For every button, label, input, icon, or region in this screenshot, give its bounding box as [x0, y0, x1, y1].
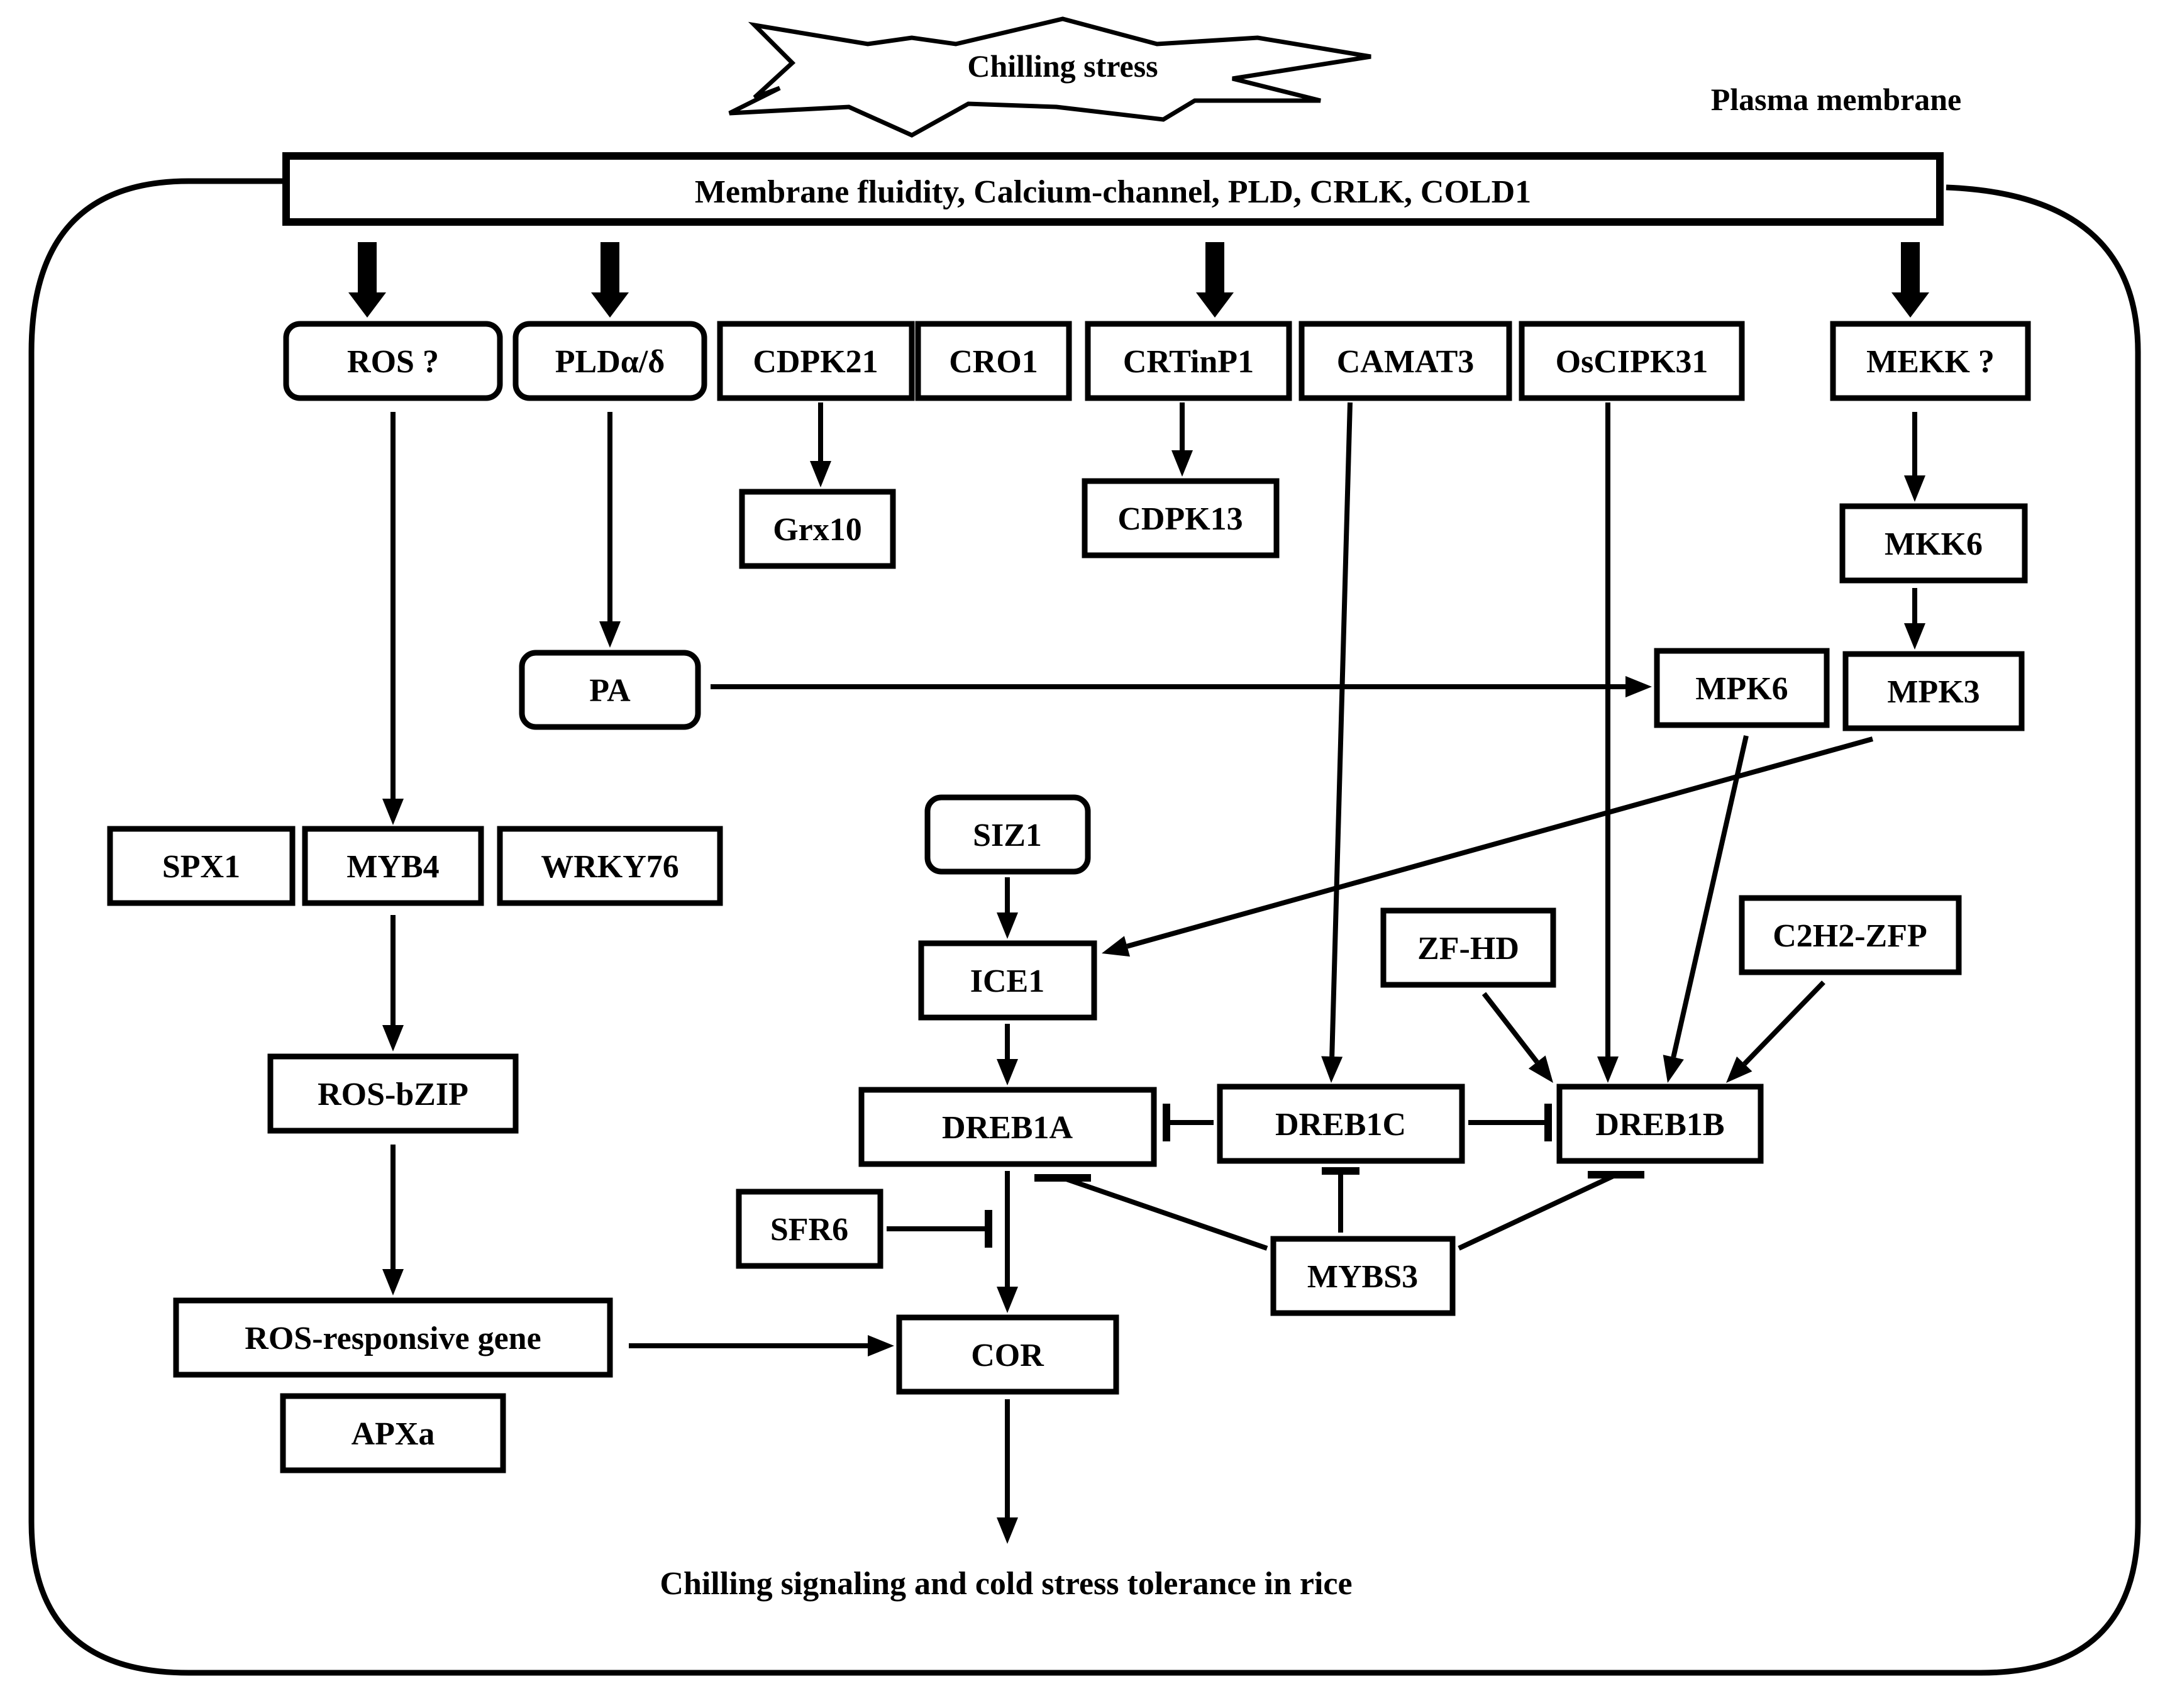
- node-mybs3-box: [1270, 1236, 1456, 1316]
- node-siz1-box: [924, 794, 1091, 875]
- cell-outline: [28, 178, 2141, 1676]
- edge-mybs3-dreb1b: [1458, 1171, 1644, 1251]
- edge-pa-mpk6: [711, 676, 1652, 697]
- node-mpk3: MPK3: [1887, 674, 1980, 710]
- node-mpk3-box: [1842, 651, 2025, 731]
- edge-camat3-dreb1c: [1321, 402, 1353, 1083]
- edge-cor-output: [997, 1399, 1018, 1544]
- edge-mybs3-dreb1a: [1034, 1174, 1268, 1251]
- edge-crtinp1-cdpk13: [1171, 402, 1193, 477]
- node-pa-box: [519, 650, 701, 730]
- edge-dreb1c-dreb1a: [1163, 1104, 1214, 1141]
- node-myb4: MYB4: [346, 849, 439, 885]
- edge-mekk-mkk6: [1904, 412, 1925, 502]
- node-mpk6-box: [1654, 648, 1830, 728]
- node-ros: ROS ?: [347, 344, 439, 380]
- node-siz1: SIZ1: [973, 818, 1042, 853]
- node-c2h2: C2H2-ZFP: [1773, 918, 1927, 954]
- node-dreb1c: DREB1C: [1275, 1107, 1406, 1143]
- node-mybs3: MYBS3: [1307, 1259, 1418, 1295]
- membrane-arrow-crtinp1: [1196, 242, 1234, 318]
- node-spx1: SPX1: [162, 849, 240, 885]
- node-ros-box: [283, 321, 503, 401]
- connectors: [382, 402, 1925, 1544]
- edge-c2h2-dreb1b: [1726, 980, 1825, 1083]
- node-rosgene: ROS-responsive gene: [245, 1321, 541, 1356]
- node-pld-box: [512, 321, 707, 401]
- node-rosgene-box: [173, 1297, 613, 1378]
- node-ice1-box: [918, 940, 1097, 1021]
- node-pa: PA: [589, 673, 631, 709]
- node-apxa-box: [280, 1393, 506, 1473]
- node-wrky76-box: [497, 826, 723, 906]
- node-myb4-box: [302, 826, 484, 906]
- node-cro1-box: [915, 321, 1072, 401]
- node-oscipk31-box: [1519, 321, 1745, 401]
- node-rosbzip: ROS-bZIP: [318, 1077, 468, 1112]
- node-cdpk21-box: [717, 321, 915, 401]
- membrane-arrow-pld: [591, 242, 629, 318]
- node-sfr6-box: [736, 1189, 883, 1269]
- node-dreb1a: DREB1A: [942, 1110, 1073, 1146]
- node-mkk6: MKK6: [1885, 526, 1983, 562]
- chilling-stress-title: Chilling stress: [967, 48, 1158, 84]
- edge-mkk6-mpk3: [1904, 588, 1925, 650]
- node-dreb1b-box: [1556, 1084, 1764, 1164]
- node-cor-box: [896, 1314, 1119, 1395]
- node-ice1: ICE1: [970, 963, 1044, 999]
- node-mpk6: MPK6: [1695, 671, 1788, 707]
- plasma-membrane-label: Plasma membrane: [1711, 82, 1962, 117]
- edge-dreb1a-cor: [997, 1171, 1018, 1313]
- node-camat3: CAMAT3: [1337, 344, 1475, 380]
- edge-sfr6-cor: [887, 1210, 992, 1248]
- edge-rosbzip-rosgene: [382, 1145, 404, 1295]
- membrane-bar-label: Membrane fluidity, Calcium-channel, PLD,…: [695, 174, 1531, 210]
- node-apxa: APXa: [352, 1416, 435, 1452]
- node-cor: COR: [971, 1338, 1044, 1373]
- node-grx10-box: [739, 489, 896, 569]
- node-crtinp1: CRTinP1: [1123, 344, 1254, 380]
- node-zfhd-box: [1380, 907, 1556, 988]
- node-spx1-box: [107, 826, 296, 906]
- node-dreb1b: DREB1B: [1595, 1107, 1724, 1143]
- edge-myb4-rosbzip: [382, 915, 404, 1051]
- node-dreb1c-box: [1217, 1084, 1465, 1164]
- edge-mpk6-dreb1b: [1663, 735, 1749, 1083]
- edge-ice1-dreb1a: [997, 1024, 1018, 1085]
- membrane-arrow-ros: [348, 242, 386, 318]
- node-dreb1a-box: [858, 1087, 1157, 1167]
- node-mekk: MEKK ?: [1866, 344, 1995, 380]
- node-wrky76: WRKY76: [541, 849, 679, 885]
- starburst-shape: [728, 16, 1371, 138]
- edge-siz1-ice1: [997, 877, 1018, 939]
- edge-rosgene-cor: [629, 1335, 894, 1356]
- node-mekk-box: [1830, 321, 2031, 401]
- node-cro1: CRO1: [949, 344, 1038, 380]
- node-camat3-box: [1298, 321, 1512, 401]
- node-cdpk21: CDPK21: [753, 344, 878, 380]
- node-rosbzip-box: [267, 1053, 519, 1134]
- node-crtinp1-box: [1085, 321, 1292, 401]
- membrane-bar: [282, 152, 1944, 226]
- edge-dreb1c-dreb1b: [1468, 1104, 1552, 1141]
- output-caption: Chilling signaling and cold stress toler…: [660, 1566, 1352, 1602]
- node-sfr6: SFR6: [770, 1212, 848, 1248]
- node-oscipk31: OsCIPK31: [1556, 344, 1708, 380]
- node-cdpk13-box: [1082, 478, 1280, 558]
- node-pld: PLDα/δ: [555, 344, 665, 380]
- edge-mpk3-ice1: [1102, 736, 1874, 957]
- edge-pld-pa: [599, 412, 621, 648]
- node-c2h2-box: [1739, 895, 1962, 975]
- edge-mybs3-dreb1c: [1322, 1167, 1359, 1233]
- membrane-arrow-mekk: [1891, 242, 1929, 318]
- node-mkk6-box: [1839, 503, 2028, 584]
- edge-oscipk31-dreb1b: [1597, 402, 1619, 1083]
- edge-zfhd-dreb1b: [1481, 992, 1553, 1083]
- node-grx10: Grx10: [773, 512, 862, 548]
- edge-cdpk21-grx10: [810, 402, 831, 487]
- node-zfhd: ZF-HD: [1417, 931, 1519, 967]
- node-cdpk13: CDPK13: [1117, 501, 1243, 537]
- edge-ros-myb4: [382, 412, 404, 825]
